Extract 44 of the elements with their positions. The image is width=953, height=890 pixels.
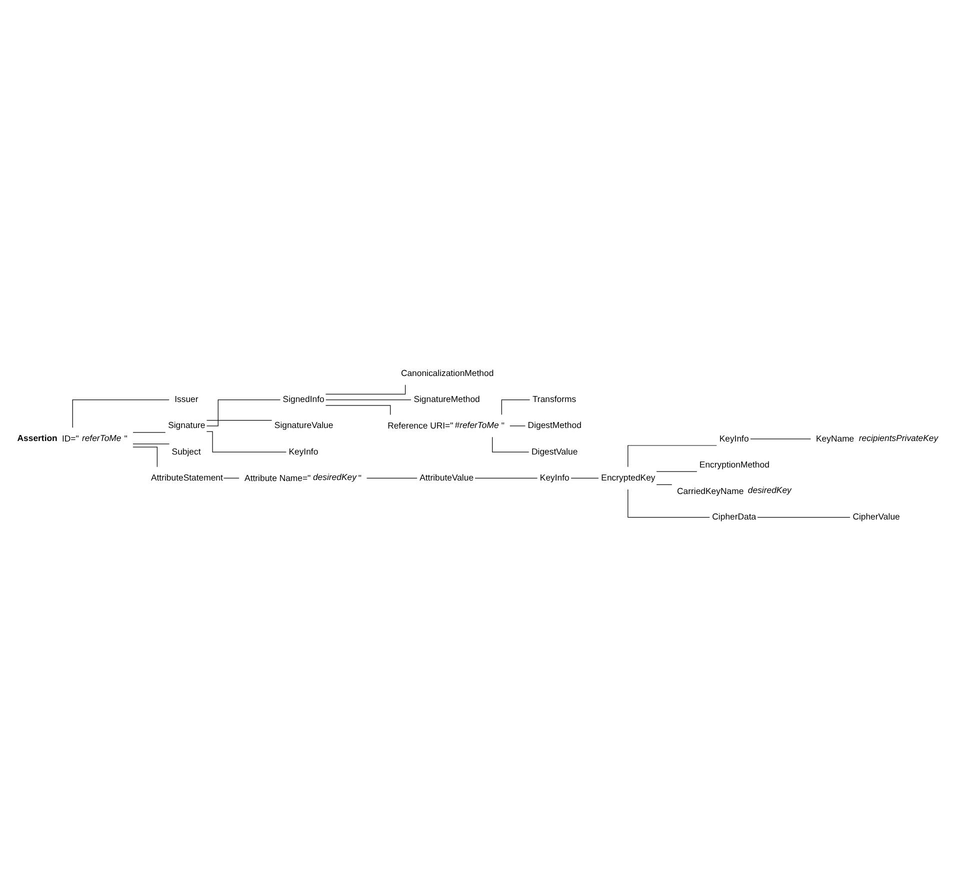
- connector: [510, 425, 526, 426]
- node-text: EncryptionMethod: [699, 458, 770, 469]
- node-text: Attribute Name="desiredKey": [244, 472, 362, 482]
- node-text: DigestMethod: [528, 420, 582, 430]
- node-text: DigestValue: [532, 446, 578, 456]
- connector: [72, 398, 170, 428]
- connector: [757, 516, 850, 518]
- node-text: CarriedKeyName desiredKey: [677, 484, 792, 496]
- connector: [570, 477, 599, 478]
- connector: [206, 430, 287, 452]
- connector: [325, 384, 406, 394]
- node-text: CipherValue: [852, 511, 900, 522]
- node-text: Issuer: [174, 394, 198, 404]
- node-text: KeyInfo: [540, 472, 570, 482]
- connector: [628, 488, 710, 518]
- connector: [366, 477, 418, 478]
- node-text: CanonicalizationMethod: [400, 367, 494, 378]
- node-text: AttributeStatement: [150, 472, 223, 482]
- node-text: CipherData: [712, 511, 756, 522]
- node-text: Transforms: [532, 394, 576, 404]
- node-text: Reference URI="#referToMe": [388, 419, 504, 430]
- connector: [656, 470, 698, 472]
- node-text: KeyInfo: [719, 432, 749, 443]
- connector: [325, 404, 391, 414]
- connector: [628, 444, 717, 467]
- connector: [750, 438, 812, 439]
- node-text: SignatureMethod: [414, 394, 480, 404]
- node-text: SignedInfo: [282, 394, 324, 404]
- node-text: Signature: [168, 420, 206, 430]
- node-text: Assertion ID="referToMe": [17, 432, 128, 444]
- connector: [132, 446, 158, 467]
- connector: [501, 398, 530, 414]
- connector: [474, 477, 538, 478]
- node-text: EncryptedKey: [601, 472, 656, 482]
- node-text: KeyName recipientsPrivateKey: [816, 432, 938, 444]
- node-text: SignatureValue: [274, 420, 334, 430]
- connector: [206, 398, 281, 426]
- node-text: KeyInfo: [288, 446, 318, 456]
- node-text: AttributeValue: [420, 472, 474, 482]
- connector: [492, 436, 530, 452]
- connector: [326, 398, 412, 400]
- connector: [132, 443, 170, 444]
- connector: [223, 477, 240, 478]
- node-text: Subject: [172, 446, 201, 456]
